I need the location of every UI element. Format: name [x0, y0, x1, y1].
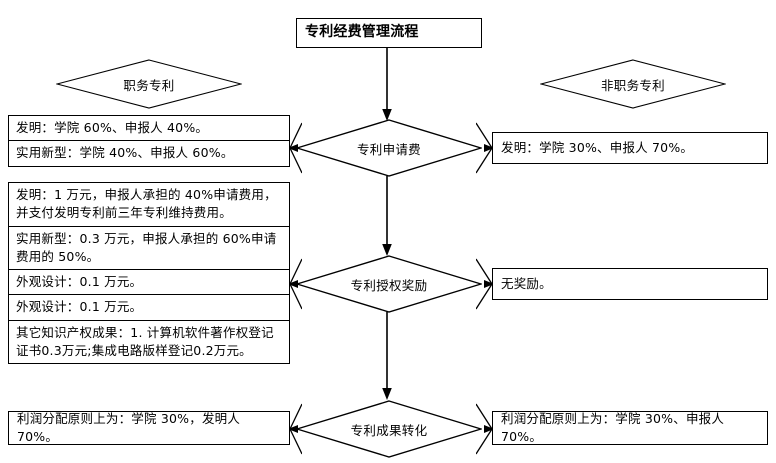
list-item: 实用新型：学院 40%、申报人 60%。 [16, 145, 234, 161]
right-box-achievement-transfer-text: 利润分配原则上为：学院 30%、申报人 70%。 [501, 411, 725, 444]
list-item: 实用新型：0.3 万元，申报人承担的 60%申请费用的 50%。 [9, 227, 289, 270]
list-item: 利润分配原则上为：学院 30%，发明人 70%。 [17, 411, 241, 444]
right-box-authorization-award-text: 无奖励。 [501, 276, 552, 292]
diamond-shape-icon [56, 59, 242, 109]
left-group-application-fee: 发明：学院 60%、申报人 40%。 实用新型：学院 40%、申报人 60%。 [8, 115, 290, 167]
process-title-label: 专利经费管理流程 [305, 24, 419, 41]
diamond-non-service-patent-label: 非职务专利 [600, 77, 665, 93]
diamond-service-patent-label: 职务专利 [123, 77, 175, 93]
right-box-application-fee-text: 发明：学院 30%、申报人 70%。 [501, 140, 694, 156]
connector-stage2-to-right-box [476, 258, 494, 310]
connector-stage2-to-stage3 [382, 312, 392, 400]
diamond-achievement-transfer-label: 专利成果转化 [350, 422, 428, 438]
list-item: 外观设计：0.1 万元。 [9, 295, 289, 321]
connector-stage3-to-right-box [476, 403, 494, 455]
list-item: 其它知识产权成果：1. 计算机软件著作权登记证书0.3万元;集成电路版样登记0.… [16, 324, 274, 358]
right-box-achievement-transfer: 利润分配原则上为：学院 30%、申报人 70%。 [492, 411, 768, 445]
process-title-box: 专利经费管理流程 [296, 18, 482, 48]
diamond-shape-icon [540, 59, 726, 109]
diamond-application-fee[interactable]: 专利申请费 [296, 119, 482, 177]
list-item: 发明：学院 60%、申报人 40%。 [9, 116, 289, 142]
list-item: 外观设计：0.1 万元。 [9, 270, 289, 296]
right-box-application-fee: 发明：学院 30%、申报人 70%。 [492, 132, 768, 164]
connector-stage2-to-left-group [288, 258, 302, 310]
list-item: 发明：1 万元，申报人承担的 40%申请费用，并支付发明专利前三年专利维持费用。 [9, 183, 289, 227]
diamond-application-fee-label: 专利申请费 [356, 141, 421, 157]
diamond-service-patent[interactable]: 职务专利 [56, 59, 242, 109]
diamond-shape-icon [296, 400, 482, 458]
connector-stage1-to-left-group [288, 122, 302, 174]
diamond-authorization-award-label: 专利授权奖励 [350, 277, 428, 293]
connector-stage3-to-left-group [288, 403, 302, 455]
left-group-authorization-award: 发明：1 万元，申报人承担的 40%申请费用，并支付发明专利前三年专利维持费用。… [8, 182, 290, 364]
diamond-non-service-patent[interactable]: 非职务专利 [540, 59, 726, 109]
connector-title-to-stage1 [382, 47, 392, 121]
diamond-shape-icon [296, 119, 482, 177]
connector-stage1-to-stage2 [382, 176, 392, 256]
diamond-authorization-award[interactable]: 专利授权奖励 [296, 255, 482, 313]
diamond-achievement-transfer[interactable]: 专利成果转化 [296, 400, 482, 458]
diamond-shape-icon [296, 255, 482, 313]
connector-stage1-to-right-box [476, 122, 494, 174]
right-box-authorization-award: 无奖励。 [492, 268, 768, 300]
left-group-achievement-transfer: 利润分配原则上为：学院 30%，发明人 70%。 [8, 411, 290, 445]
